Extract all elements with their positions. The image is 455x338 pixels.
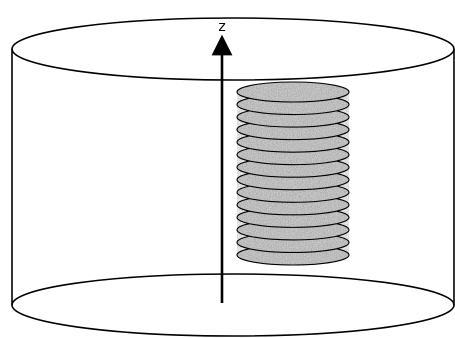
disk-stack — [236, 81, 350, 266]
z-axis: z — [211, 19, 233, 303]
z-axis-label: z — [218, 19, 225, 35]
outer-cylinder — [11, 17, 455, 337]
cylinder-bottom-ellipse — [11, 273, 455, 337]
disk-1-outline — [236, 81, 350, 103]
cylinder-top-ellipse — [11, 17, 455, 81]
disk-1-texture — [237, 82, 349, 102]
